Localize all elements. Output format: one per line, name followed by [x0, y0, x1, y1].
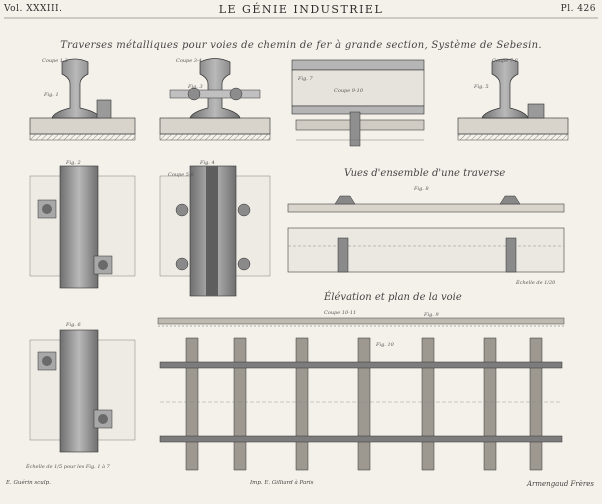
engraver-credit: E. Guérin sculp. [6, 480, 51, 486]
scale-figs-1-7: Échelle de 1/5 pour les Fig. 1 à 7 [26, 464, 110, 470]
fig7-label: Fig. 7 [298, 76, 313, 82]
cut-9-10-label: Coupe 9-10 [334, 88, 364, 94]
printer-credit: Imp. E. Gilliard à Paris [250, 480, 314, 486]
journal-title: LE GÉNIE INDUSTRIEL [218, 3, 384, 16]
fig7-longitudinal-rail [291, 59, 425, 147]
fig5-rail-section [457, 58, 569, 141]
fig8-label: Fig. 8 [414, 186, 429, 192]
fig4-label: Fig. 4 [200, 160, 215, 166]
fig9-track-elevation [157, 317, 565, 327]
scale-fig8: Échelle de 1/20 [516, 280, 556, 286]
fig8-sleeper-ensemble [287, 195, 565, 273]
fig2-label: Fig. 2 [66, 160, 81, 166]
publisher-credit: Armengaud Frères [527, 480, 594, 488]
cut-1-2-label: Coupe 1-2 [42, 58, 68, 64]
fig6-label: Fig. 6 [66, 322, 81, 328]
cut-7-8-label: Coupe 7-8 [492, 58, 518, 64]
fig1-rail-section [29, 58, 136, 141]
section-elevation-heading: Élévation et plan de la voie [324, 292, 462, 303]
fig5-label: Fig. 5 [474, 84, 489, 90]
plate-title: Traverses métalliques pour voies de chem… [60, 40, 542, 51]
cut-5-6-label: Coupe 5-6 [168, 172, 194, 178]
section-ensemble-heading: Vues d'ensemble d'une traverse [344, 168, 506, 179]
fig4-plan-view-bolted [159, 165, 271, 297]
plate-number: Pl. 426 [560, 4, 596, 14]
fig3-label: Fig. 3 [188, 84, 203, 90]
volume-label: Vol. XXXIII. [4, 4, 63, 14]
fig2-plan-view [29, 165, 136, 289]
fig9-label: Fig. 9 [424, 312, 439, 318]
fig3-rail-bolted-section [159, 58, 271, 141]
fig1-label: Fig. 1 [44, 92, 59, 98]
fig6-plan-view [29, 329, 136, 453]
fig10-track-plan [159, 337, 563, 471]
cut-10-11-label: Coupe 10-11 [324, 310, 357, 316]
cut-3-4-label: Coupe 3-4 [176, 58, 202, 64]
fig10-label: Fig. 10 [376, 342, 394, 348]
